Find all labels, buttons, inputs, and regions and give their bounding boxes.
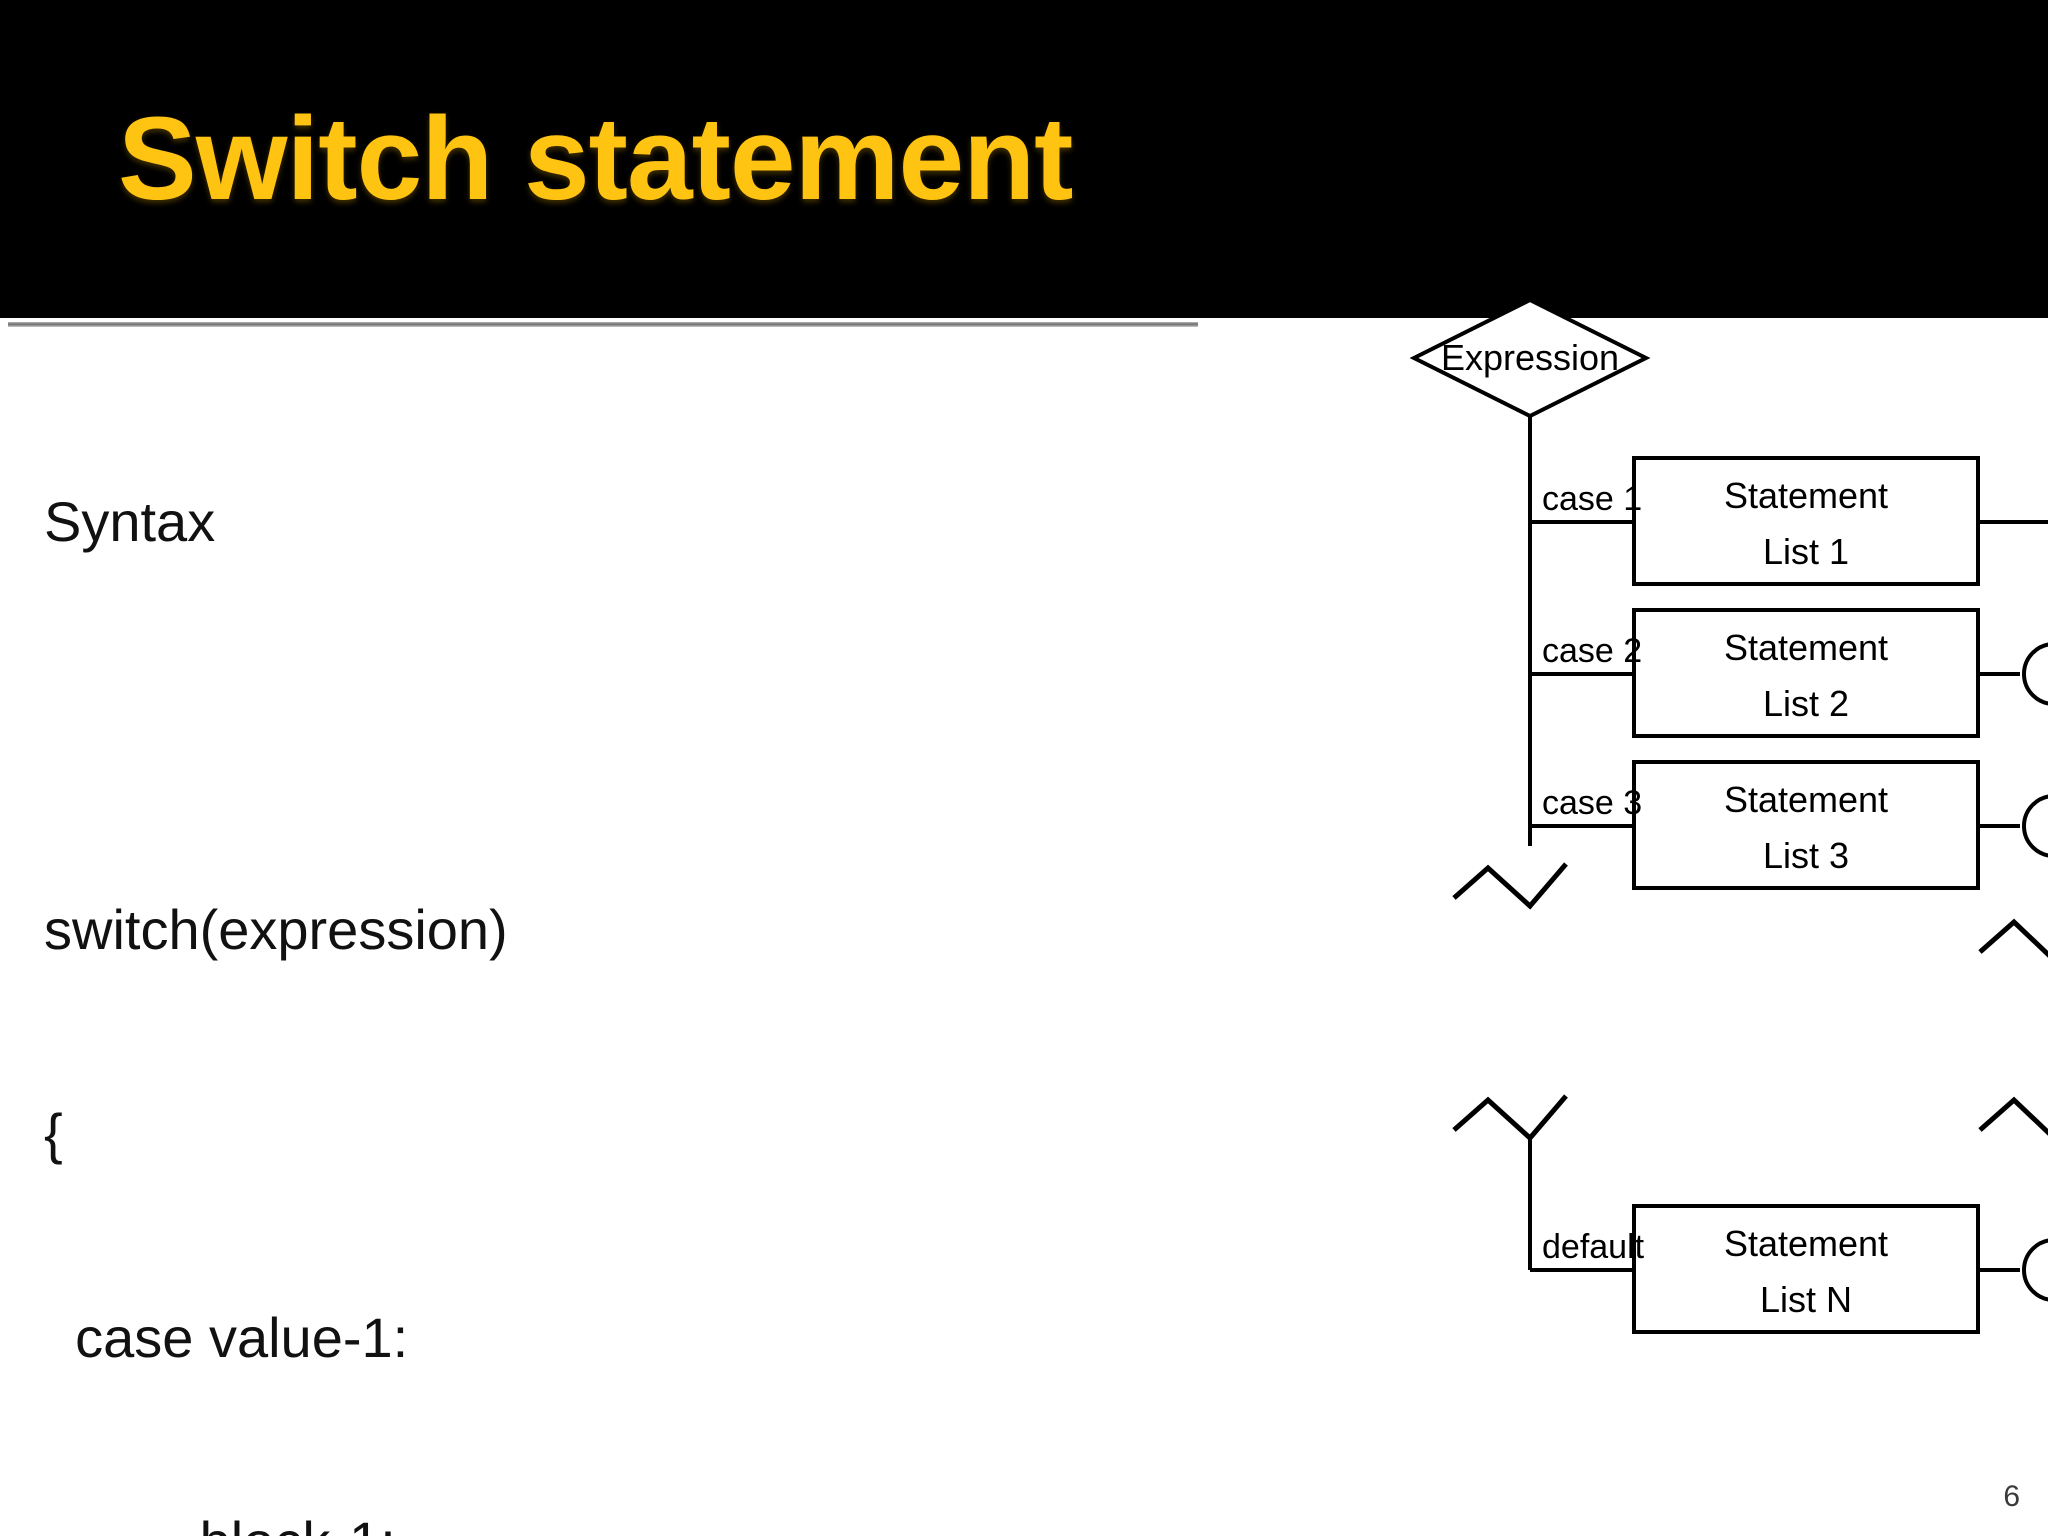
title-band: Switch statement [0, 0, 2048, 318]
code-line-1 [44, 692, 984, 760]
code-line-3: { [44, 1102, 63, 1165]
code-line-2: switch(expression) [44, 898, 508, 961]
decision-label: Expression [1441, 337, 1619, 378]
case-2-box-line1: Statement [1724, 627, 1888, 668]
code-line-5: block-1; [44, 1508, 984, 1536]
break-zigzag-right-upper [1978, 918, 2048, 958]
case-1-box [1632, 456, 1980, 586]
break-zigzag-left-lower [1452, 1094, 1568, 1142]
code-line-0: Syntax [44, 490, 216, 553]
default-label: default [1542, 1228, 1645, 1266]
case-3-label: case 3 [1542, 784, 1642, 822]
syntax-code-block: Syntax switch(expression) { case value-1… [44, 352, 984, 1536]
default-box [1632, 1204, 1980, 1334]
merge-connector-circle-n [2022, 1238, 2048, 1302]
case-1-box-line1: Statement [1724, 475, 1888, 516]
case-1-box-line2: List 1 [1763, 531, 1849, 572]
page-title: Switch statement [118, 93, 1073, 225]
case-3-box-line1: Statement [1724, 779, 1888, 820]
case-3-box [1632, 760, 1980, 890]
break-zigzag-left-upper [1452, 862, 1568, 910]
case-2-label: case 2 [1542, 632, 1642, 670]
case-2-box-line2: List 2 [1763, 683, 1849, 724]
case-1-label: case 1 [1542, 480, 1642, 518]
merge-connector-circle-3 [2022, 794, 2048, 858]
break-zigzag-right-lower [1978, 1096, 2048, 1136]
code-line-4: case value-1: [44, 1306, 409, 1369]
title-divider-rule [8, 322, 1198, 327]
switch-flowchart-diagram: Expression case 1 Statement List 1 case … [1390, 246, 2048, 1536]
default-box-line2: List N [1760, 1279, 1852, 1320]
case-3-box-line2: List 3 [1763, 835, 1849, 876]
page-number: 6 [2003, 1480, 2020, 1513]
merge-connector-circle-2 [2022, 642, 2048, 706]
default-box-line1: Statement [1724, 1223, 1888, 1264]
